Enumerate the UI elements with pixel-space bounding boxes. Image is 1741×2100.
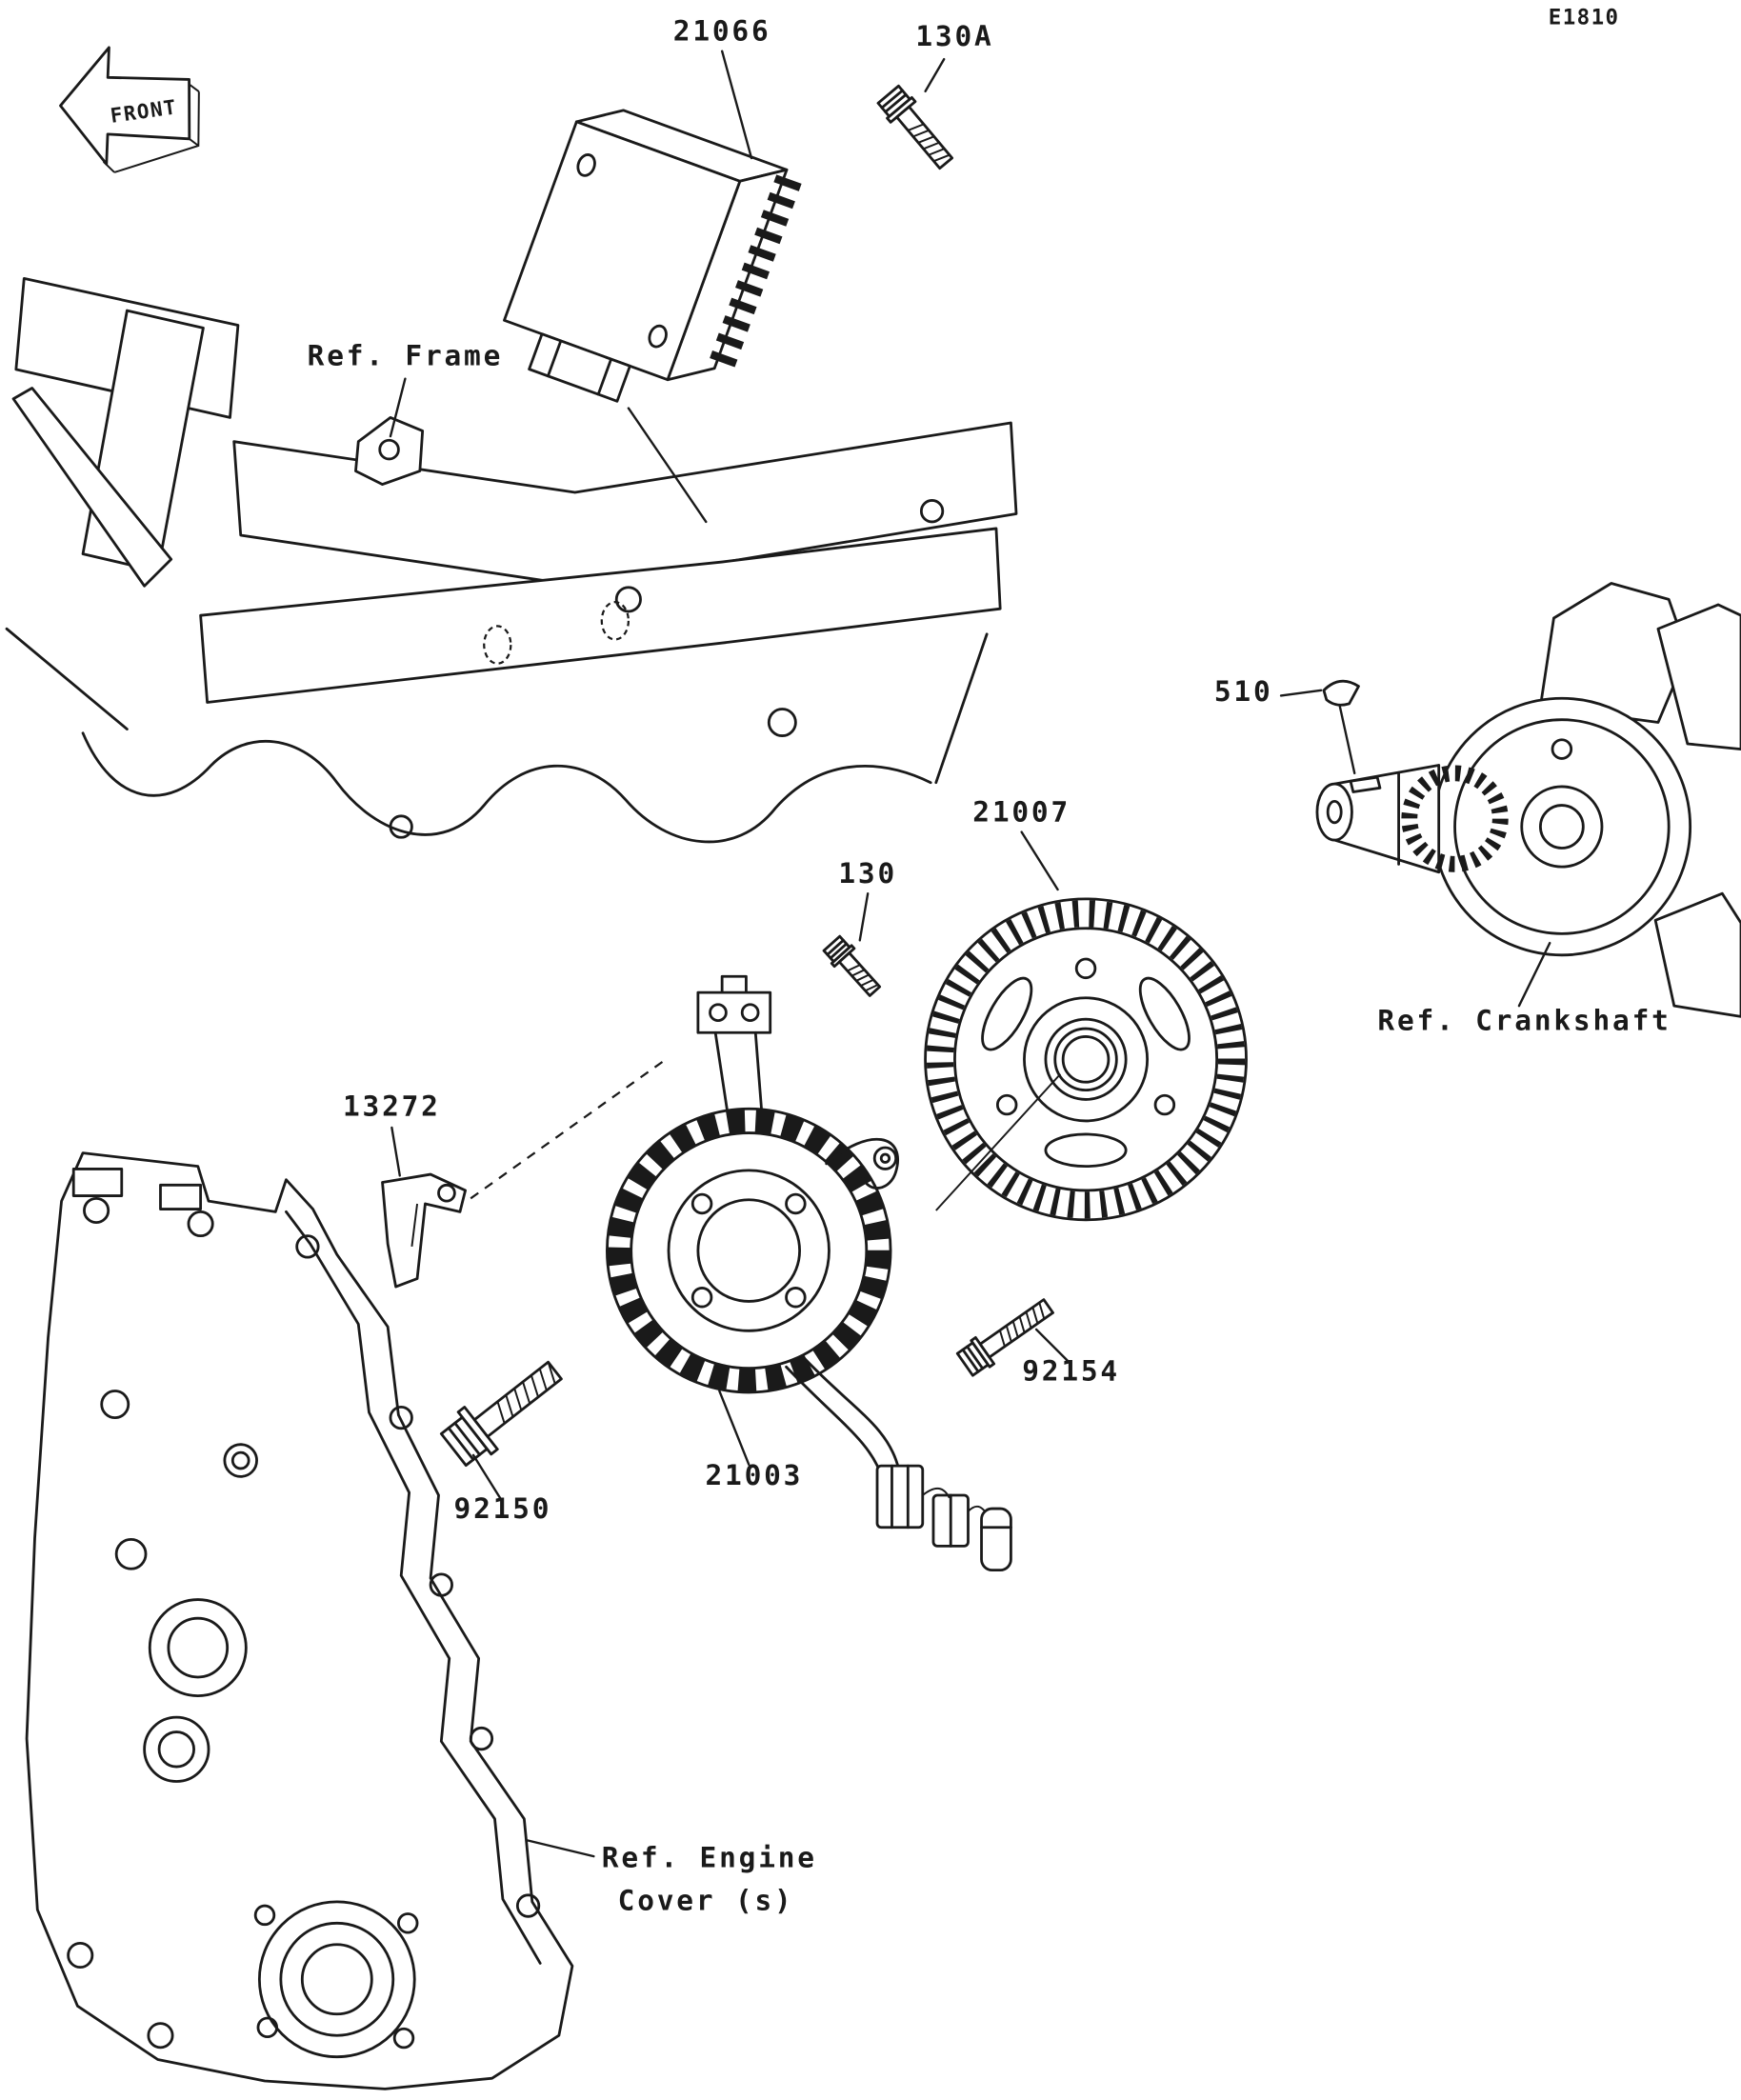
bolt-130a-drawing — [876, 84, 954, 170]
callout-21007: 21007 — [972, 795, 1071, 828]
front-arrow: FRONT — [59, 46, 200, 173]
bracket-13272-drawing — [381, 1172, 467, 1289]
callout-92154: 92154 — [1022, 1354, 1120, 1387]
regulator-drawing — [503, 109, 802, 403]
callout-92150: 92150 — [454, 1492, 552, 1525]
bolt-92150-drawing — [439, 1360, 563, 1468]
callout-labels: 21066 130A Ref. Frame 510 21007 130 Ref.… — [308, 14, 1671, 1916]
callout-21003: 21003 — [705, 1459, 803, 1491]
callout-510: 510 — [1214, 675, 1273, 708]
callout-ref-engine-line1: Ref. Engine — [602, 1841, 817, 1873]
woodruff-key-drawing — [1322, 679, 1360, 707]
crankshaft-drawing — [1315, 582, 1741, 1018]
callout-130: 130 — [838, 857, 897, 890]
callout-21066: 21066 — [673, 14, 771, 47]
rotor-drawing — [924, 897, 1248, 1222]
bolt-130-drawing — [822, 934, 882, 997]
callout-ref-frame: Ref. Frame — [308, 340, 504, 372]
callout-ref-engine-line2: Cover (s) — [618, 1884, 794, 1916]
leader-lines — [389, 50, 1551, 1858]
frame-drawing — [5, 276, 1018, 844]
stator-drawing — [606, 974, 1012, 1572]
bolt-92154-drawing — [955, 1298, 1054, 1377]
callout-ref-crankshaft: Ref. Crankshaft — [1377, 1004, 1671, 1036]
engine-cover-drawing — [25, 1151, 574, 2090]
sheet-code: E1810 — [1549, 6, 1620, 30]
harness-connectors — [875, 1464, 1012, 1572]
callout-130a: 130A — [915, 20, 993, 52]
callout-13272: 13272 — [343, 1090, 441, 1122]
